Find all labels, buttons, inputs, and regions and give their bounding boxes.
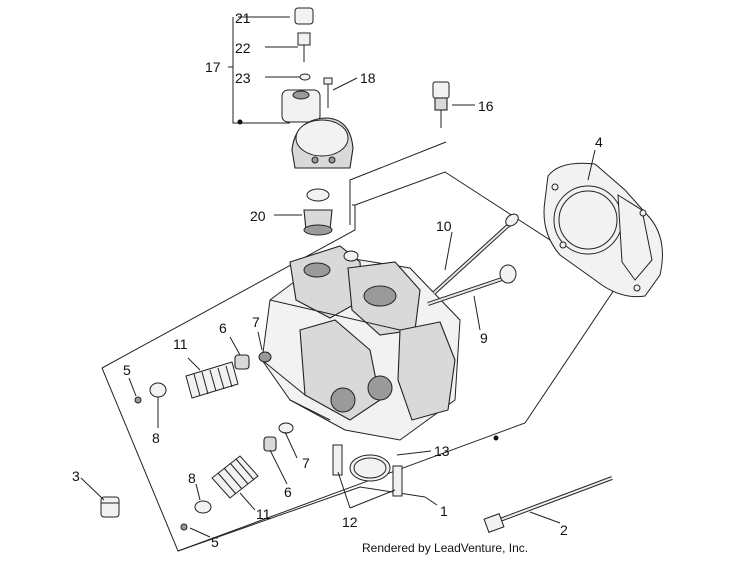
callout-12[interactable]: 12	[342, 514, 358, 530]
thermostat[interactable]	[303, 188, 333, 236]
intake-valve[interactable]	[427, 264, 517, 306]
callout-8-upper[interactable]: 8	[152, 430, 160, 446]
sender-screw[interactable]	[297, 32, 311, 62]
exhaust-valve[interactable]	[432, 212, 521, 295]
washer[interactable]	[299, 73, 311, 81]
callout-6-upper[interactable]: 6	[219, 320, 227, 336]
callout-17[interactable]: 17	[205, 59, 221, 75]
callout-13[interactable]: 13	[434, 443, 450, 459]
temperature-sensor[interactable]	[432, 81, 450, 128]
callout-11-upper[interactable]: 11	[173, 336, 188, 352]
reference-dot	[237, 119, 243, 125]
dowel-pin[interactable]	[332, 444, 403, 497]
callout-21[interactable]: 21	[235, 10, 251, 26]
spring-retainer-lower[interactable]	[194, 500, 212, 514]
head-gasket[interactable]	[543, 162, 663, 298]
callout-9[interactable]: 9	[480, 330, 488, 346]
callout-5-lower[interactable]: 5	[211, 534, 219, 550]
cylinder-head[interactable]	[261, 245, 461, 441]
callout-10[interactable]: 10	[436, 218, 452, 234]
valve-keeper-upper[interactable]	[134, 396, 142, 404]
callout-18[interactable]: 18	[360, 70, 376, 86]
assembly-outline	[101, 204, 356, 369]
callout-16[interactable]: 16	[478, 98, 494, 114]
callout-1[interactable]: 1	[440, 503, 448, 519]
footer-credit: Rendered by LeadVenture, Inc.	[362, 541, 529, 555]
valve-spring-lower[interactable]	[211, 455, 259, 499]
head-bolt[interactable]	[483, 476, 613, 533]
callout-22[interactable]: 22	[235, 40, 251, 56]
plug[interactable]	[100, 496, 120, 518]
valve-spring-upper[interactable]	[185, 361, 239, 399]
o-ring[interactable]	[349, 454, 391, 482]
callout-6-lower[interactable]: 6	[284, 484, 292, 500]
callout-4[interactable]: 4	[595, 134, 603, 150]
callout-7-lower[interactable]: 7	[302, 455, 310, 471]
thermostat-housing[interactable]	[281, 89, 354, 169]
spring-retainer-upper[interactable]	[149, 382, 167, 398]
cap[interactable]	[294, 7, 314, 25]
reference-dot	[493, 435, 499, 441]
callout-23[interactable]: 23	[235, 70, 251, 86]
valve-stem-seal-upper[interactable]	[234, 354, 250, 370]
valve-keeper-lower[interactable]	[180, 523, 188, 531]
spring-seat-lower[interactable]	[278, 422, 294, 434]
callout-20[interactable]: 20	[250, 208, 266, 224]
callout-7-upper[interactable]: 7	[252, 314, 260, 330]
callout-11-lower[interactable]: 11	[256, 506, 271, 522]
callout-3[interactable]: 3	[72, 468, 80, 484]
callout-5-upper[interactable]: 5	[123, 362, 131, 378]
leader-lines	[80, 16, 596, 538]
valve-stem-seal-lower[interactable]	[263, 436, 277, 452]
callout-2[interactable]: 2	[560, 522, 568, 538]
callout-8-lower[interactable]: 8	[188, 470, 196, 486]
spring-seat-upper[interactable]	[258, 351, 272, 363]
screw[interactable]	[323, 77, 333, 108]
